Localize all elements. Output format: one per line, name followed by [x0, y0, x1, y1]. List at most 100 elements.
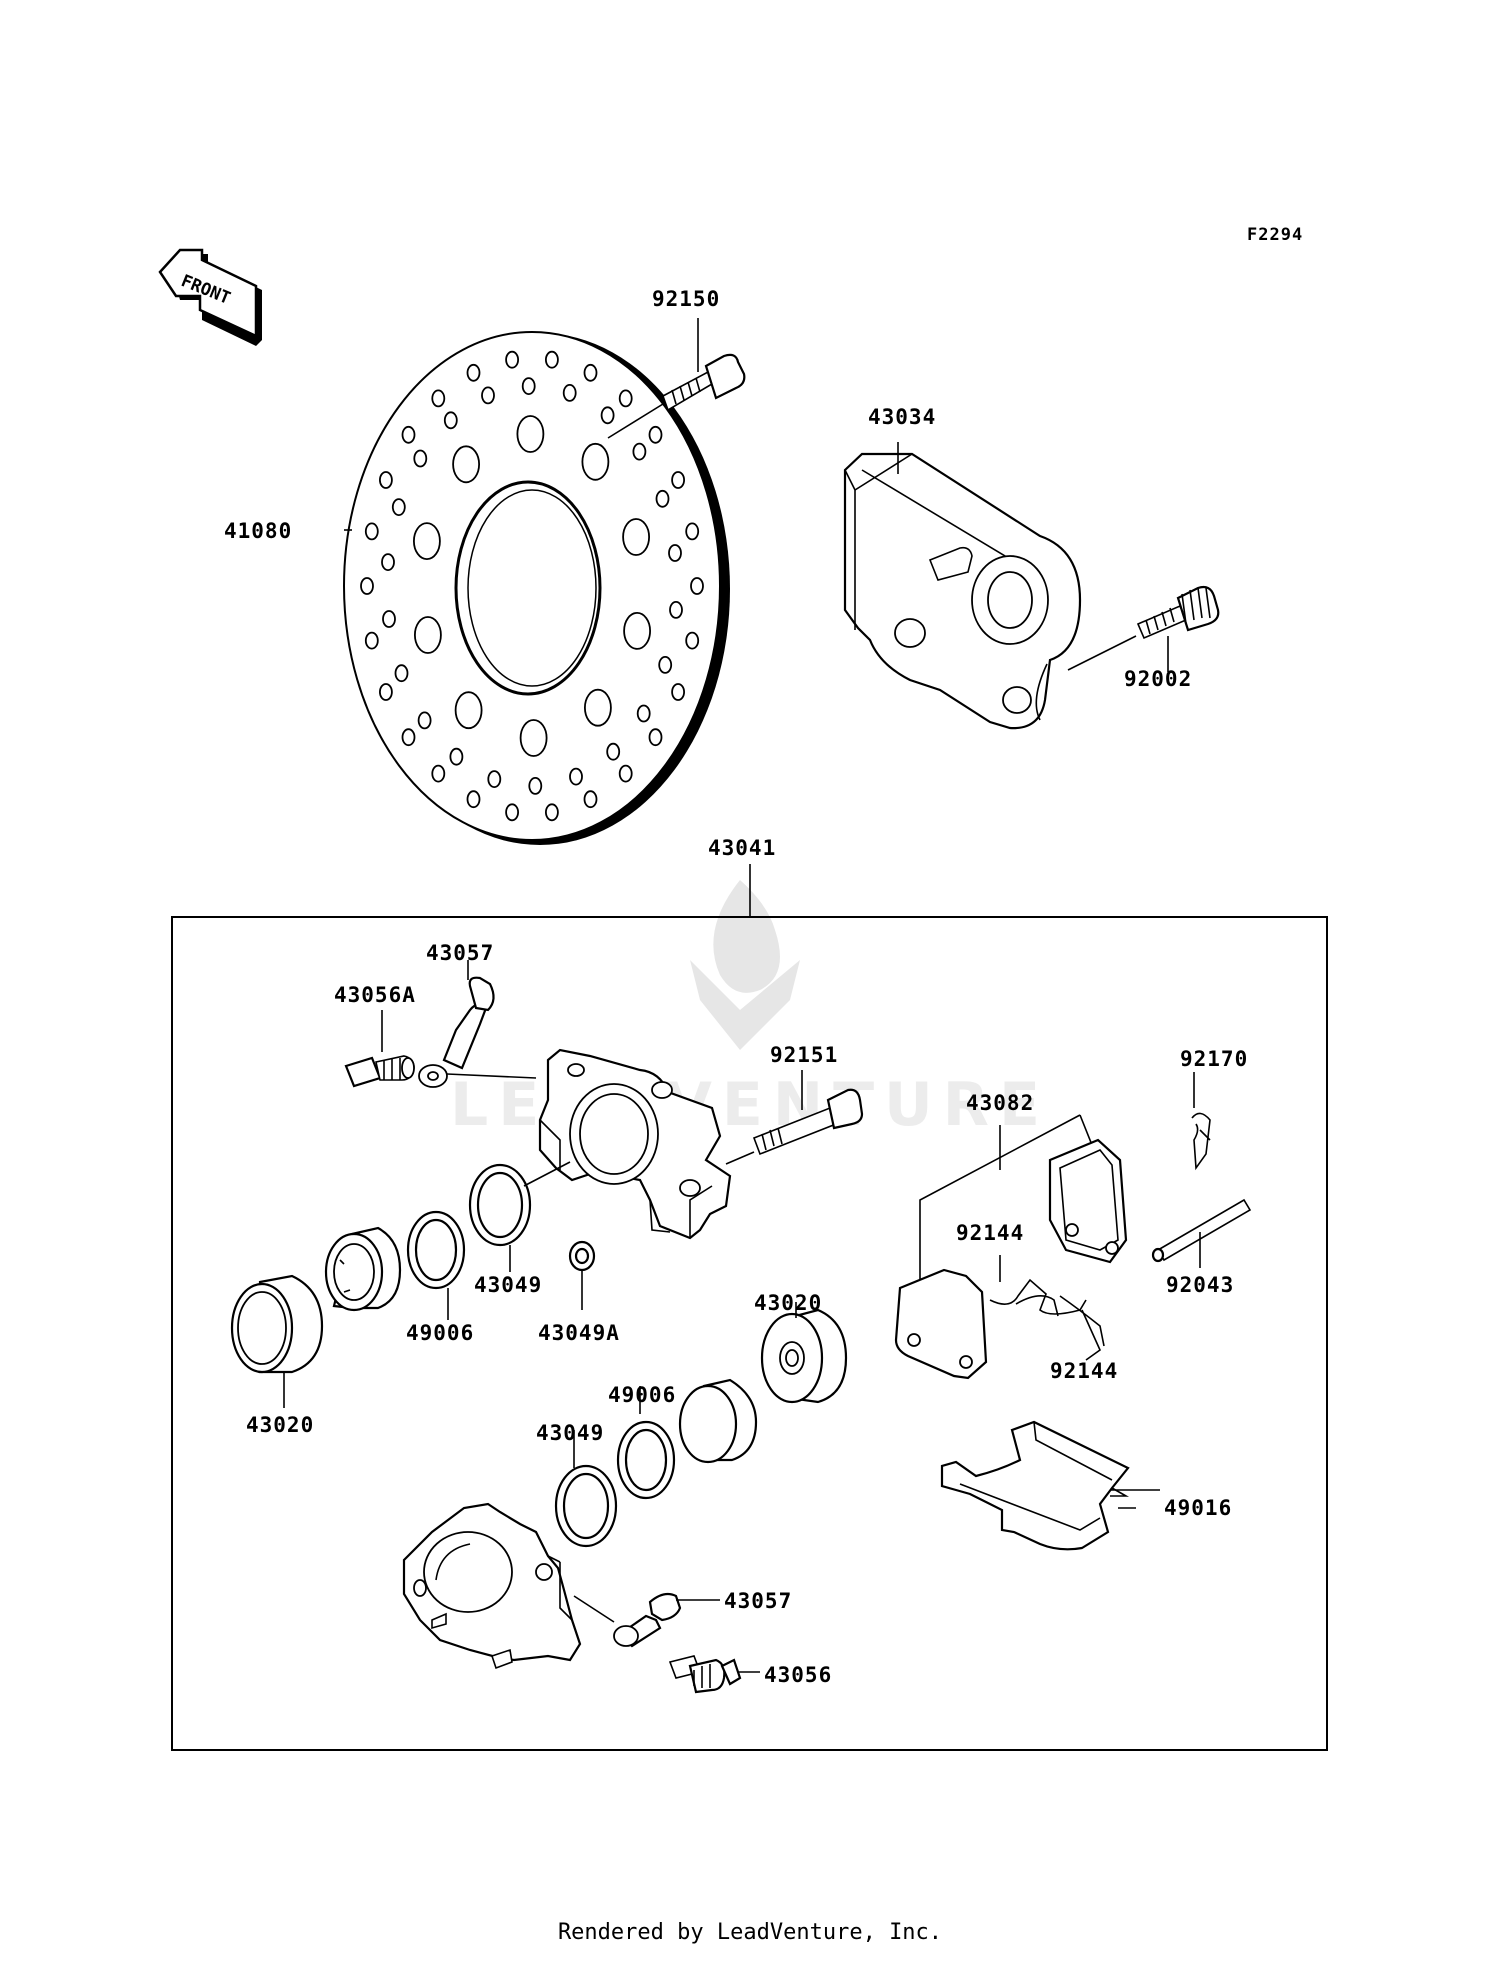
disc-hole — [505, 803, 519, 822]
label-43049-top: 43049 — [474, 1273, 542, 1297]
brake-pads-43082 — [894, 1114, 1128, 1380]
disc-hole — [648, 728, 663, 747]
disc-hole — [600, 406, 615, 425]
disc-hole — [685, 631, 700, 650]
disc-hole — [364, 631, 379, 650]
label-92002: 92002 — [1124, 667, 1192, 691]
disc-hole — [636, 704, 651, 723]
disc-hole — [401, 728, 416, 747]
pad-shim-49016 — [940, 1420, 1160, 1551]
disc-hole — [452, 445, 481, 484]
disc-hole — [516, 415, 545, 453]
watermark: LEADVENTURE — [450, 880, 1040, 1140]
disc-hole — [658, 656, 673, 674]
label-92043: 92043 — [1166, 1273, 1234, 1297]
label-43020-right: 43020 — [754, 1291, 822, 1315]
disc-hole — [655, 489, 670, 508]
piston-left-inner — [324, 1226, 402, 1312]
disc-hole — [584, 688, 612, 727]
caliper-body-bottom — [402, 1502, 582, 1670]
label-43082: 43082 — [966, 1091, 1034, 1115]
caliper-body-top — [538, 1048, 732, 1240]
disc-hole — [671, 471, 685, 489]
cap-43057-bottom — [573, 1592, 720, 1648]
disc-hole — [364, 522, 379, 541]
clip-92170 — [1191, 1072, 1211, 1171]
label-92144-a: 92144 — [956, 1221, 1024, 1245]
seal-43049-top — [468, 1161, 571, 1272]
label-43056A: 43056A — [334, 983, 416, 1007]
spring-92144 — [989, 1255, 1105, 1361]
label-43056: 43056 — [764, 1663, 832, 1687]
disc-hole — [562, 383, 577, 402]
front-arrow-icon: FRONT — [158, 248, 262, 346]
washer-43049A — [568, 1240, 596, 1310]
seal-43049-bottom — [554, 1430, 618, 1548]
disc-hole — [381, 553, 395, 571]
figure-code: F2294 — [1247, 225, 1303, 245]
label-41080: 41080 — [224, 519, 292, 543]
disc-hole — [394, 664, 409, 683]
label-49006-bottom: 49006 — [608, 1383, 676, 1407]
disc-hole — [622, 518, 650, 556]
disc-hole — [412, 522, 441, 560]
bleeder-43056 — [668, 1655, 760, 1694]
disc-hole — [481, 386, 495, 405]
label-92150: 92150 — [652, 287, 720, 311]
label-92151: 92151 — [770, 1043, 838, 1067]
disc-hole — [378, 683, 393, 701]
disc-hole — [413, 616, 442, 654]
disc-hole — [521, 377, 536, 396]
disc-hole — [443, 411, 458, 430]
disc-hole — [528, 777, 543, 795]
label-92144-b: 92144 — [1050, 1359, 1118, 1383]
caliper-bracket-43034 — [843, 452, 1082, 730]
disc-hole — [685, 522, 700, 541]
disc-hole — [669, 601, 683, 619]
label-92170: 92170 — [1180, 1047, 1248, 1071]
disc-hole — [466, 790, 481, 809]
disc-hole — [668, 544, 682, 562]
disc-hole — [431, 764, 446, 783]
disc-hole — [545, 803, 559, 822]
disc-hole — [466, 363, 481, 382]
bolt-92150 — [607, 318, 746, 439]
caliper-assembly-43041 — [171, 864, 1328, 1751]
disc-hole — [431, 389, 446, 408]
disc-hole — [391, 498, 406, 517]
disc-hole — [671, 683, 685, 701]
label-43049-bottom: 43049 — [536, 1421, 604, 1445]
disc-hole — [360, 577, 374, 595]
label-43020-left: 43020 — [246, 1413, 314, 1437]
disc-hole — [487, 770, 502, 788]
disc-hole — [417, 711, 432, 730]
piston-43020-left — [230, 1274, 324, 1408]
disc-hole — [545, 350, 559, 369]
disc-hole — [378, 471, 393, 489]
brake-disc-41080 — [343, 331, 730, 845]
disc-hole — [606, 742, 621, 761]
label-43049A: 43049A — [538, 1321, 620, 1345]
piston-43020-right — [760, 1302, 848, 1404]
part-labels: 92150 41080 43034 92002 43041 43057 4305… — [224, 287, 1248, 1687]
disc-hole — [505, 350, 519, 369]
disc-hole — [449, 747, 464, 766]
label-43057-top: 43057 — [426, 941, 494, 965]
disc-hole — [583, 363, 598, 382]
disc-hole — [569, 767, 583, 786]
bolt-92002 — [1067, 585, 1220, 672]
footer-credit: Rendered by LeadVenture, Inc. — [557, 1920, 943, 1945]
disc-hole — [581, 442, 610, 481]
disc-hole — [413, 449, 428, 468]
disc-hole — [623, 612, 651, 650]
disc-hole — [632, 442, 647, 461]
ring-49006-top — [406, 1210, 466, 1320]
disc-hole — [454, 691, 483, 730]
bolt-92151 — [725, 1070, 864, 1165]
label-49016: 49016 — [1164, 1496, 1232, 1520]
disc-hole — [690, 577, 704, 595]
disc-hole — [618, 764, 633, 783]
disc-hole — [648, 425, 663, 444]
disc-hole — [382, 610, 396, 628]
